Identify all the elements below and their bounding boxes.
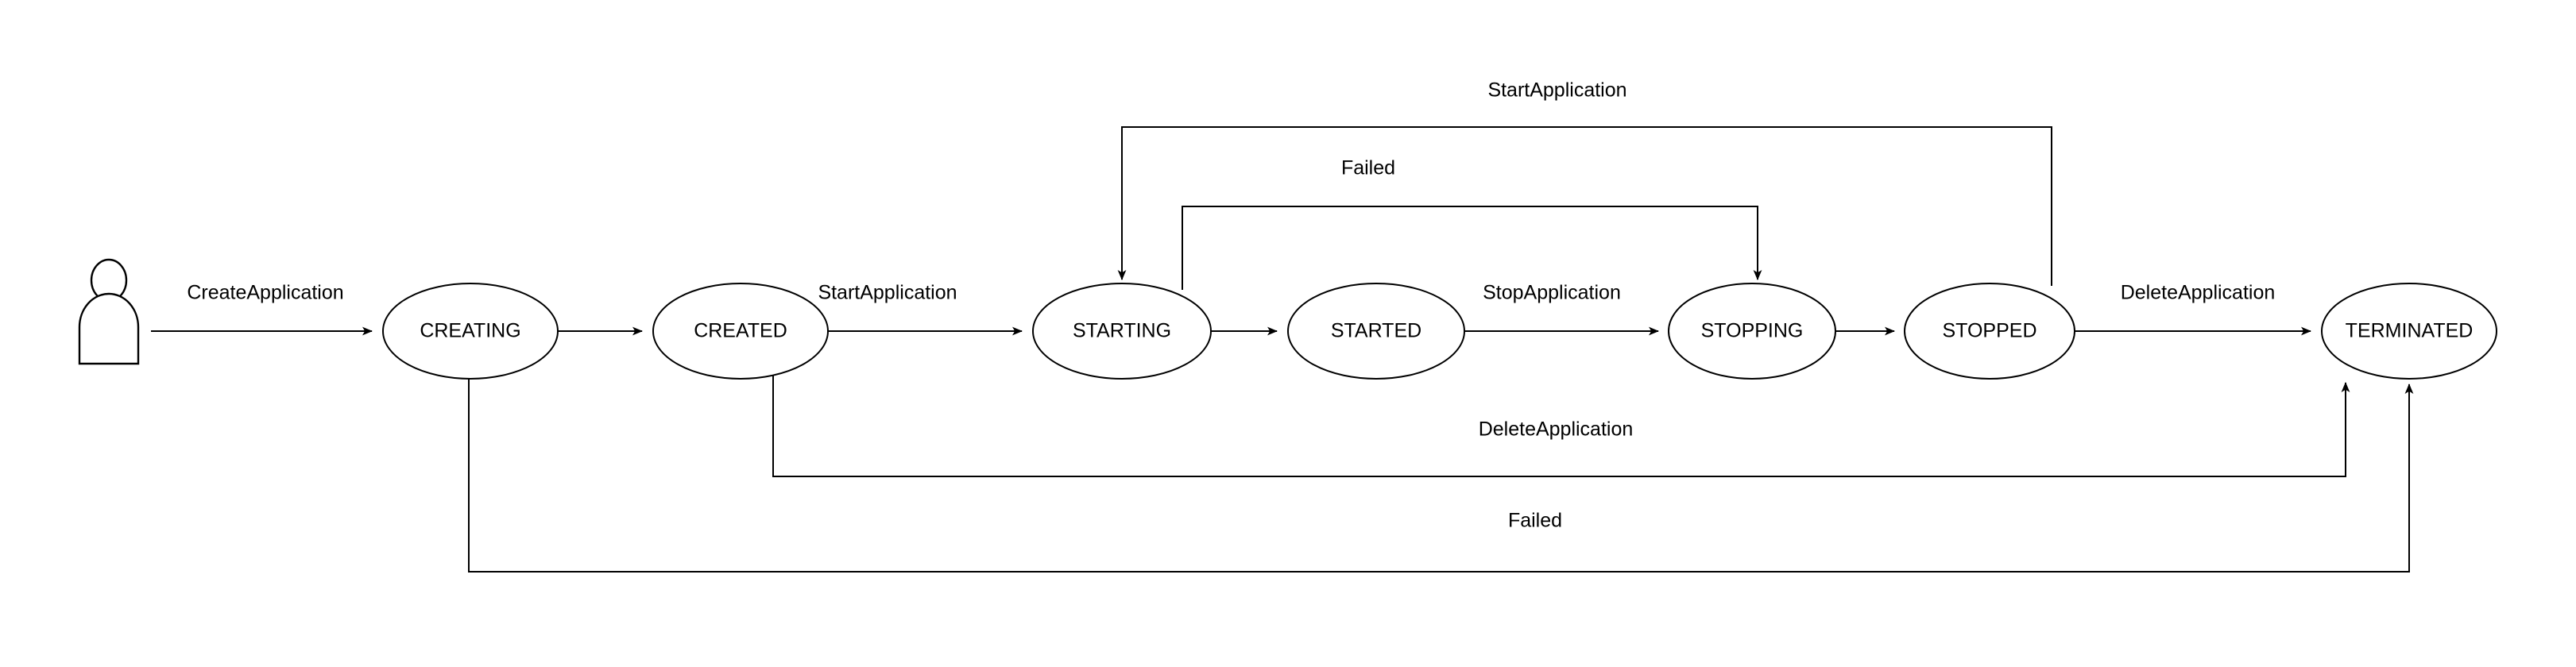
state-ellipse-creating[interactable] [382,283,559,380]
state-node-started[interactable]: STARTED [1287,283,1465,380]
edge-label-delete-application: DeleteApplication [2121,282,2276,304]
edge-label-created-delete-application: DeleteApplication [1479,418,1634,441]
state-label-started: STARTED [1331,320,1421,342]
state-node-stopped[interactable]: STOPPED [1904,283,2075,380]
state-label-creating: CREATING [420,320,520,342]
state-ellipse-stopping[interactable] [1668,283,1836,380]
edge-label-creating-failed: Failed [1508,510,1562,532]
state-label-starting: STARTING [1073,320,1171,342]
state-node-terminated[interactable]: TERMINATED [2321,283,2497,380]
state-label-stopping: STOPPING [1701,320,1804,342]
state-ellipse-started[interactable] [1287,283,1465,380]
edge-label-stopped-start-application: StartApplication [1487,79,1626,102]
state-ellipse-starting[interactable] [1032,283,1212,380]
state-label-terminated: TERMINATED [2346,320,2474,342]
edge-created-to-terminated-delete-application [772,375,2350,477]
edge-starting-to-stopping-failed [1182,206,1762,290]
state-node-stopping[interactable]: STOPPING [1668,283,1836,380]
state-node-creating[interactable]: CREATING [382,283,559,380]
state-ellipse-terminated[interactable] [2321,283,2497,380]
state-label-stopped: STOPPED [1942,320,2036,342]
edge-label-stop-application: StopApplication [1483,282,1621,304]
edge-stopped-to-starting-start-application [1117,126,2052,286]
state-ellipse-created[interactable] [652,283,829,380]
edge-creating-to-terminated-failed [468,375,2414,573]
edge-label-create-application: CreateApplication [187,282,343,304]
state-node-created[interactable]: CREATED [652,283,829,380]
edge-label-start-application: StartApplication [818,282,957,304]
actor-stick-figure [78,258,140,365]
state-node-starting[interactable]: STARTING [1032,283,1212,380]
edge-label-starting-failed: Failed [1341,157,1395,179]
state-ellipse-stopped[interactable] [1904,283,2075,380]
state-label-created: CREATED [694,320,787,342]
